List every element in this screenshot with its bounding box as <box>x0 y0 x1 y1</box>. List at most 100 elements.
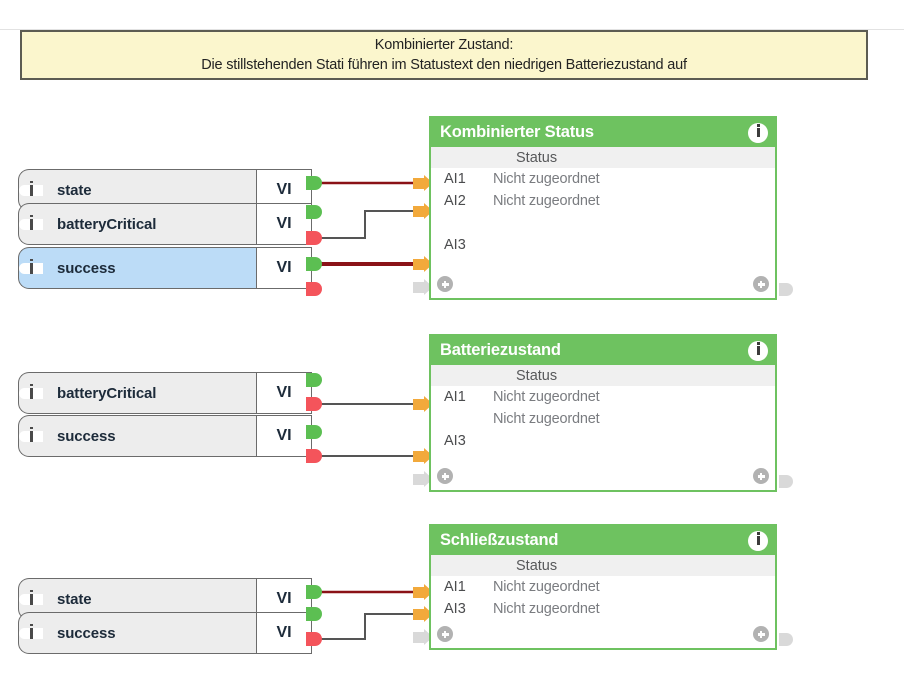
info-icon[interactable] <box>19 214 43 230</box>
status-widget[interactable]: Kombinierter Status Status AI1 Nicht zug… <box>429 116 777 300</box>
source-type-badge[interactable]: VI <box>256 612 312 654</box>
source-label: batteryCritical <box>57 384 157 402</box>
row-key: AI1 <box>444 389 466 405</box>
port-out-grey[interactable] <box>779 283 793 296</box>
source-pill[interactable]: success <box>18 247 256 289</box>
plus-icon[interactable] <box>437 626 453 642</box>
widget-rows: AI1 Nicht zugeordnet Nicht zugeordnet AI… <box>431 386 775 452</box>
status-widget[interactable]: Batteriezustand Status AI1 Nicht zugeord… <box>429 334 777 492</box>
source-label: success <box>57 624 116 642</box>
column-header: Status <box>431 365 775 386</box>
widget-rows: AI1 Nicht zugeordnet AI3 Nicht zugeordne… <box>431 576 775 620</box>
plus-icon[interactable] <box>437 276 453 292</box>
port-out-green[interactable] <box>306 176 322 190</box>
port-out-green[interactable] <box>306 425 322 439</box>
source-node[interactable]: batteryCritical VI <box>18 203 312 245</box>
port-out-green[interactable] <box>306 607 322 621</box>
port-out-red[interactable] <box>306 282 322 296</box>
column-header: Status <box>431 555 775 576</box>
source-pill[interactable]: batteryCritical <box>18 372 256 414</box>
info-icon[interactable] <box>748 122 768 143</box>
port-out-green[interactable] <box>306 373 322 387</box>
table-row[interactable]: AI1 Nicht zugeordnet <box>431 168 775 190</box>
wire-g1-batterycritical <box>312 210 415 239</box>
source-pill[interactable]: success <box>18 612 256 654</box>
port-out-red[interactable] <box>306 449 322 463</box>
table-row[interactable]: AI3 <box>431 430 775 452</box>
status-widget[interactable]: Schließzustand Status AI1 Nicht zugeordn… <box>429 524 777 650</box>
port-out-green[interactable] <box>306 257 322 271</box>
source-node[interactable]: batteryCritical VI <box>18 372 312 414</box>
table-row[interactable] <box>431 212 775 234</box>
input-arrow[interactable] <box>413 448 433 465</box>
widget-rows: AI1 Nicht zugeordnet AI2 Nicht zugeordne… <box>431 168 775 256</box>
table-row[interactable]: AI2 Nicht zugeordnet <box>431 190 775 212</box>
source-type-badge[interactable]: VI <box>256 247 312 289</box>
input-arrow-disabled[interactable] <box>413 629 433 646</box>
source-label: success <box>57 259 116 277</box>
row-value: Nicht zugeordnet <box>493 389 600 405</box>
info-icon[interactable] <box>748 530 768 551</box>
source-label: success <box>57 427 116 445</box>
widget-title-bar: Schließzustand <box>431 526 775 555</box>
table-row[interactable]: AI1 Nicht zugeordnet <box>431 386 775 408</box>
plus-icon[interactable] <box>753 276 769 292</box>
row-key: AI3 <box>444 237 466 253</box>
port-out-green[interactable] <box>306 585 322 599</box>
comment-note: Kombinierter Zustand: Die stillstehenden… <box>20 30 868 80</box>
table-row[interactable]: Nicht zugeordnet <box>431 408 775 430</box>
row-key: AI3 <box>444 433 466 449</box>
source-type-badge[interactable]: VI <box>256 203 312 245</box>
port-out-green[interactable] <box>306 205 322 219</box>
plus-icon[interactable] <box>437 468 453 484</box>
port-out-red[interactable] <box>306 632 322 646</box>
source-pill[interactable]: success <box>18 415 256 457</box>
info-icon[interactable] <box>19 426 43 442</box>
widget-title-bar: Kombinierter Status <box>431 118 775 147</box>
wire-g3-success <box>312 613 415 640</box>
input-arrow[interactable] <box>413 175 433 192</box>
top-divider <box>0 29 904 30</box>
input-arrow-disabled[interactable] <box>413 279 433 296</box>
port-out-grey[interactable] <box>779 633 793 646</box>
input-arrow[interactable] <box>413 606 433 623</box>
plus-icon[interactable] <box>753 626 769 642</box>
source-label: state <box>57 590 92 608</box>
row-value: Nicht zugeordnet <box>493 579 600 595</box>
input-arrow[interactable] <box>413 396 433 413</box>
widget-footer <box>431 275 775 296</box>
row-value: Nicht zugeordnet <box>493 411 600 427</box>
column-header: Status <box>431 147 775 168</box>
plus-icon[interactable] <box>753 468 769 484</box>
input-arrow-disabled[interactable] <box>413 471 433 488</box>
table-row[interactable]: AI3 Nicht zugeordnet <box>431 598 775 620</box>
row-value: Nicht zugeordnet <box>493 193 600 209</box>
row-key: AI2 <box>444 193 466 209</box>
info-icon[interactable] <box>19 258 43 274</box>
source-label: batteryCritical <box>57 215 157 233</box>
source-node[interactable]: success VI <box>18 247 312 289</box>
source-node[interactable]: success VI <box>18 415 312 457</box>
row-value: Nicht zugeordnet <box>493 171 600 187</box>
input-arrow[interactable] <box>413 584 433 601</box>
port-out-red[interactable] <box>306 397 322 411</box>
widget-footer <box>431 625 775 646</box>
port-out-grey[interactable] <box>779 475 793 488</box>
table-row[interactable]: AI1 Nicht zugeordnet <box>431 576 775 598</box>
info-icon[interactable] <box>748 340 768 361</box>
input-arrow[interactable] <box>413 256 433 273</box>
info-icon[interactable] <box>19 623 43 639</box>
port-out-red[interactable] <box>306 231 322 245</box>
info-icon[interactable] <box>19 180 43 196</box>
row-value: Nicht zugeordnet <box>493 601 600 617</box>
source-type-badge[interactable]: VI <box>256 415 312 457</box>
info-icon[interactable] <box>19 383 43 399</box>
source-type-badge[interactable]: VI <box>256 372 312 414</box>
table-row[interactable]: AI3 <box>431 234 775 256</box>
source-node[interactable]: success VI <box>18 612 312 654</box>
info-icon[interactable] <box>19 589 43 605</box>
input-arrow[interactable] <box>413 203 433 220</box>
source-pill[interactable]: batteryCritical <box>18 203 256 245</box>
